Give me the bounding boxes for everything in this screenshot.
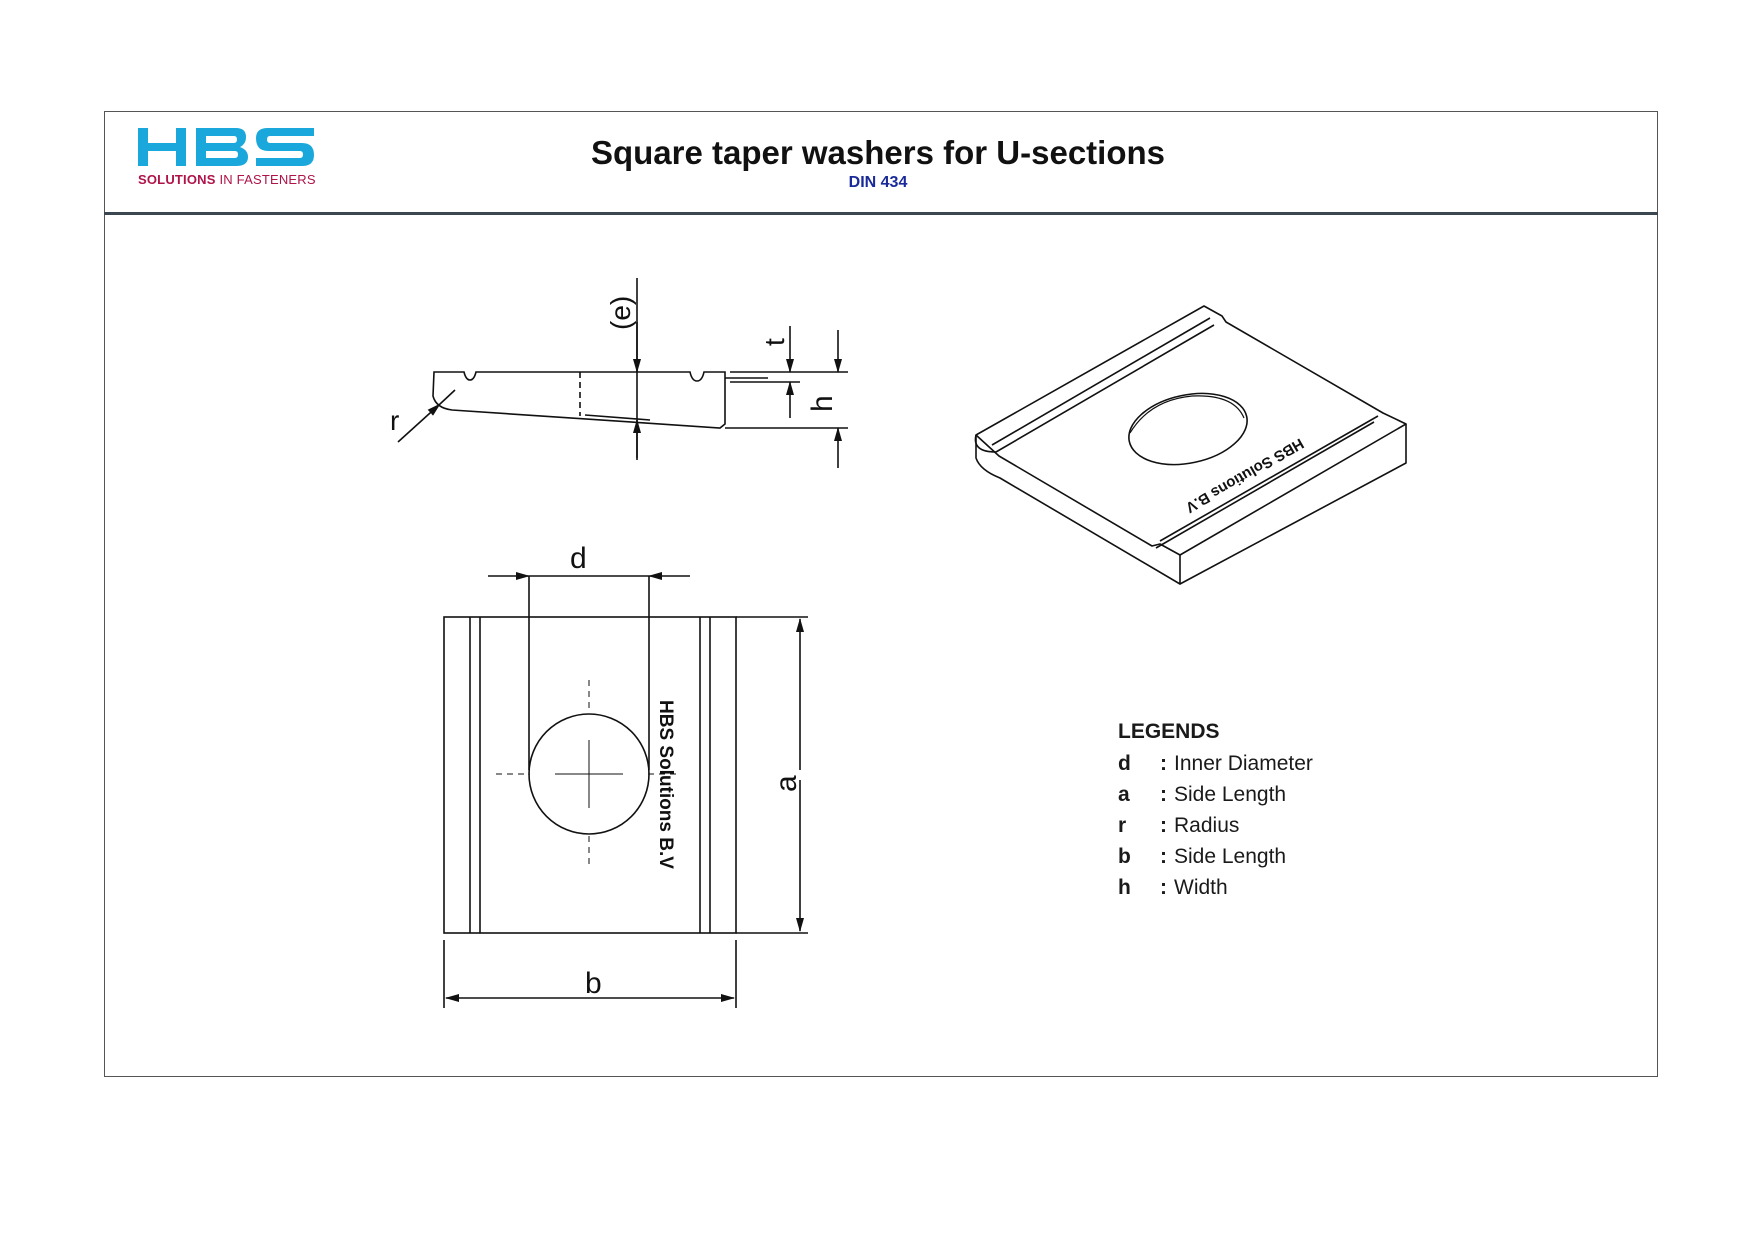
logo-tagline: SOLUTIONS IN FASTENERS [138,172,316,187]
isometric-view-marking: HBS Solutions B.V [1183,435,1307,516]
side-section-view [397,278,848,468]
legend-symbol: b [1118,844,1131,868]
legend: LEGENDS d : Inner Diameter a : Side Leng… [1118,720,1313,903]
dim-label-a: a [770,775,803,792]
legend-colon: : [1160,782,1167,806]
isometric-view [974,305,1407,585]
standard-code: DIN 434 [848,174,908,191]
logo-tagline-bold: SOLUTIONS [138,172,216,187]
legend-item: d : Inner Diameter [1118,748,1313,779]
legend-text: Inner Diameter [1174,751,1313,775]
dim-label-h: h [806,395,839,412]
legend-text: Radius [1174,813,1240,837]
legend-symbol: h [1118,875,1131,899]
legend-text: Side Length [1174,782,1287,806]
legend-symbol: a [1118,782,1130,806]
page-title: Square taper washers for U-sections [590,134,1166,171]
legend-item: r : Radius [1118,810,1313,841]
dim-label-b: b [585,967,602,1000]
legend-item: h : Width [1118,872,1313,903]
legend-symbol: d [1118,751,1131,775]
logo-tagline-rest: IN FASTENERS [219,172,316,187]
legend-item: b : Side Length [1118,841,1313,872]
legend-colon: : [1160,844,1167,868]
plan-view [443,572,808,1008]
dim-label-d: d [570,542,587,575]
dim-label-e: (e) [605,296,636,330]
legend-title: LEGENDS [1118,720,1220,743]
dim-label-t: t [759,338,790,346]
plan-view-marking: HBS Solutions B.V [655,700,676,869]
dim-label-r: r [390,405,399,436]
legend-symbol: r [1118,813,1127,837]
legend-text: Width [1174,875,1228,899]
legend-colon: : [1160,875,1167,899]
legend-text: Side Length [1174,844,1287,868]
legend-colon: : [1160,751,1167,775]
legend-item: a : Side Length [1118,779,1313,810]
header-divider [104,212,1658,215]
hbs-logo [138,128,314,166]
legend-colon: : [1160,813,1167,837]
drawing-sheet-frame [104,111,1658,1077]
